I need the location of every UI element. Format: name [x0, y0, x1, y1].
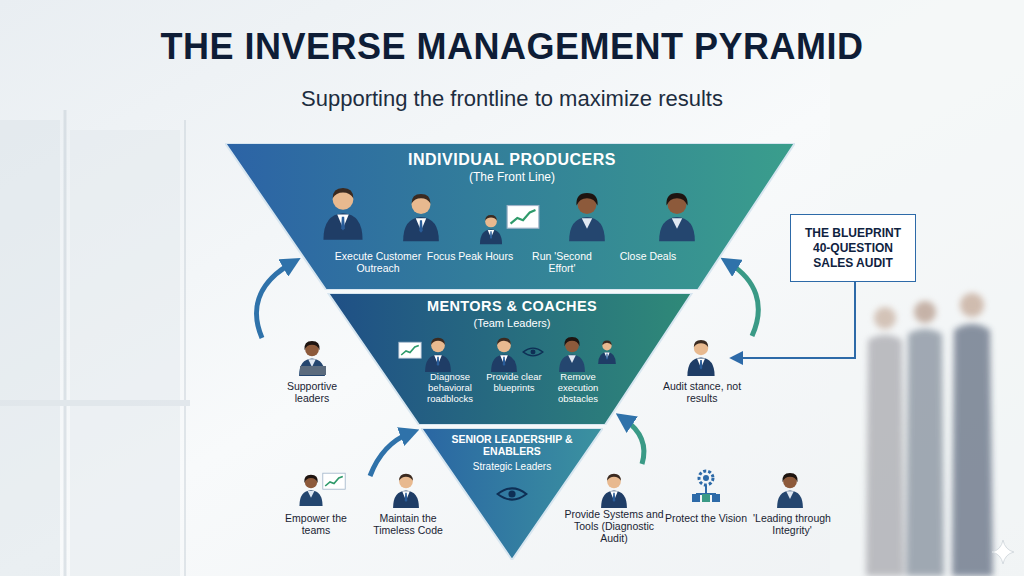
task-label: Focus Peak Hours [426, 250, 514, 262]
role-label: Maintain the Timeless Code [362, 512, 454, 536]
task-label: Close Deals [604, 250, 692, 262]
band-subheading: (Team Leaders) [422, 317, 602, 330]
band-heading: SENIOR LEADERSHIP & ENABLERS [444, 433, 580, 457]
band-subheading: Strategic Leaders [457, 461, 567, 473]
figure-icon [320, 176, 366, 246]
band-front-line: INDIVIDUAL PRODUCERS (The Front Line) Exec… [225, 143, 795, 290]
band-senior-leadership: SENIOR LEADERSHIP & ENABLERS Strategic Le… [421, 428, 603, 560]
role-label: Empower the teams [274, 512, 358, 536]
audit-box: THE BLUEPRINT 40-QUESTION SALES AUDIT [790, 214, 916, 282]
figure-icon [506, 204, 540, 232]
figure-icon [522, 346, 544, 358]
figure-icon [422, 334, 454, 372]
figure-icon [566, 184, 608, 246]
figure-icon [496, 486, 528, 502]
role-label: Provide Systems and Tools (Diagnostic Au… [562, 508, 666, 544]
band-heading: MENTORS & COACHES [382, 298, 642, 315]
band-subheading: (The Front Line) [412, 171, 612, 185]
side-label: Audit stance, not results [656, 380, 748, 404]
task-label: Execute Customer Outreach [332, 250, 424, 274]
figure-icon [488, 334, 520, 372]
role-label: Protect the Vision [664, 512, 748, 524]
role-label: 'Leading through Integrity' [740, 512, 844, 536]
band-heading: INDIVIDUAL PRODUCERS [352, 151, 672, 169]
band-team-leaders: MENTORS & COACHES (Team Leaders) Diagnose … [326, 293, 698, 425]
figure-icon [398, 338, 422, 364]
audit-title: THE BLUEPRINT 40-QUESTION SALES AUDIT [797, 226, 909, 271]
figure-icon [400, 184, 442, 246]
subtitle: Supporting the frontline to maximize res… [132, 86, 892, 111]
figure-icon [556, 334, 588, 372]
task-label: Diagnose behavioral roadblocks [418, 372, 482, 405]
task-label: Run 'Second Effort' [518, 250, 606, 274]
figure-icon [478, 210, 504, 246]
figure-icon [656, 184, 698, 246]
task-label: Remove execution obstacles [546, 372, 610, 405]
side-label: Supportive leaders [270, 380, 354, 404]
task-label: Provide clear blueprints [482, 372, 546, 394]
title: THE INVERSE MANAGEMENT PYRAMID [0, 26, 1024, 67]
figure-icon [596, 338, 618, 364]
